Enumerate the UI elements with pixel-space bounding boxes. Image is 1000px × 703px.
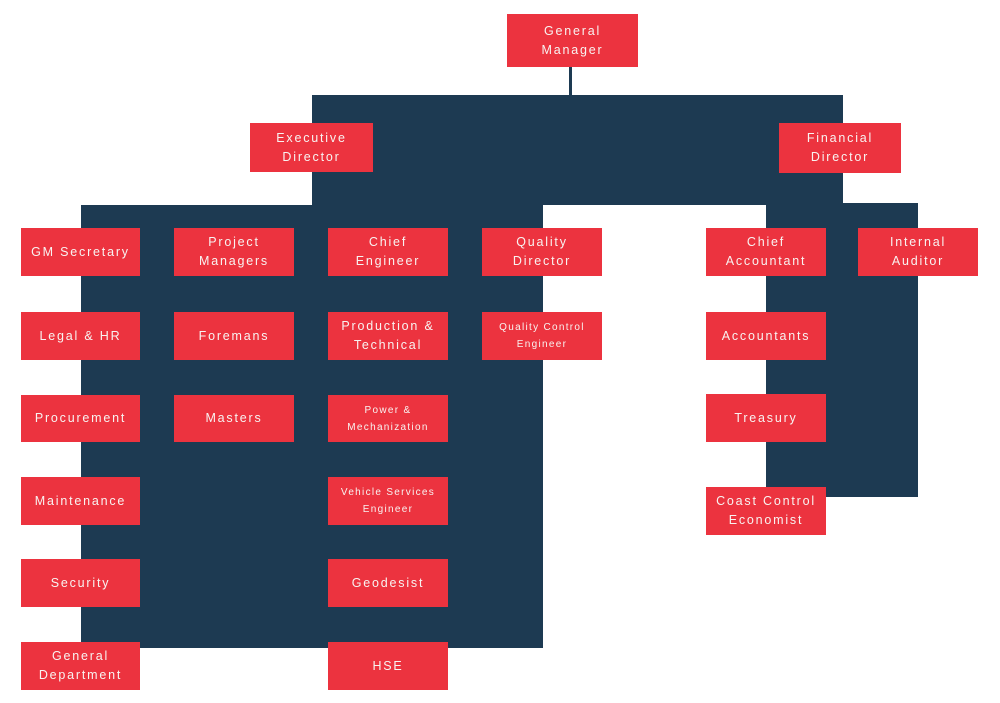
node-maintenance: Maintenance bbox=[21, 477, 140, 525]
node-financial-director: Financial Director bbox=[779, 123, 901, 173]
node-internal-auditor: Internal Auditor bbox=[858, 228, 978, 276]
node-general-manager: General Manager bbox=[507, 14, 638, 67]
node-chief-engineer: Chief Engineer bbox=[328, 228, 448, 276]
node-executive-director: Executive Director bbox=[250, 123, 373, 172]
node-hse: HSE bbox=[328, 642, 448, 690]
node-foremans: Foremans bbox=[174, 312, 294, 360]
connector-left-block bbox=[81, 205, 543, 648]
node-project-managers: Project Managers bbox=[174, 228, 294, 276]
node-accountants: Accountants bbox=[706, 312, 826, 360]
node-general-department: General Department bbox=[21, 642, 140, 690]
node-legal-hr: Legal & HR bbox=[21, 312, 140, 360]
node-procurement: Procurement bbox=[21, 395, 140, 442]
node-gm-secretary: GM Secretary bbox=[21, 228, 140, 276]
connector-gm-stem bbox=[569, 66, 572, 96]
node-quality-director: Quality Director bbox=[482, 228, 602, 276]
node-treasury: Treasury bbox=[706, 394, 826, 442]
node-security: Security bbox=[21, 559, 140, 607]
node-geodesist: Geodesist bbox=[328, 559, 448, 607]
connector-top-bar bbox=[312, 95, 843, 205]
node-quality-control-engineer: Quality Control Engineer bbox=[482, 312, 602, 360]
node-masters: Masters bbox=[174, 395, 294, 442]
node-coast-control-economist: Coast Control Economist bbox=[706, 487, 826, 535]
node-chief-accountant: Chief Accountant bbox=[706, 228, 826, 276]
node-production-technical: Production & Technical bbox=[328, 312, 448, 360]
node-power-mechanization: Power & Mechanization bbox=[328, 395, 448, 442]
node-vehicle-services-engineer: Vehicle Services Engineer bbox=[328, 477, 448, 525]
